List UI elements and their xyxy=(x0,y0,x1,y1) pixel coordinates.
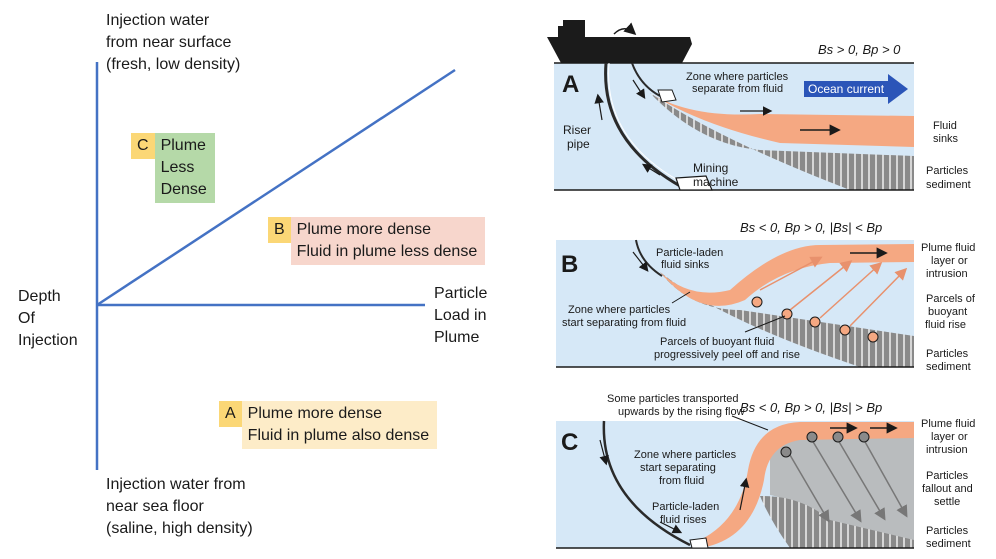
region-b-label: B Plume more dense Fluid in plume less d… xyxy=(268,217,486,265)
machine-label-1: Mining xyxy=(693,161,728,175)
x-axis-label: Particle Load in Plume xyxy=(434,285,488,346)
buoyant-parcel xyxy=(751,296,763,308)
buoyant-parcel xyxy=(867,331,879,343)
panel-b: B Particle-laden fluid sinks Zone where … xyxy=(556,239,914,368)
panel-a-zone-label-1: Zone where particles xyxy=(686,71,789,83)
mining-machine-icon xyxy=(675,175,713,191)
panel-c-transport-label-1: Some particles transported xyxy=(607,393,738,405)
riser-label-2: pipe xyxy=(567,137,590,151)
panel-b-laden-label-2: fluid sinks xyxy=(661,259,710,271)
panel-a-particles-label-1: Particles xyxy=(926,165,969,177)
panel-a-riser-pipe xyxy=(604,62,681,188)
panel-c-sediment xyxy=(760,495,914,548)
panel-b-plume-label-1: Plume fluid xyxy=(921,242,975,254)
region-a-text: Plume more dense Fluid in plume also den… xyxy=(241,401,438,449)
panel-c: C Zone where particles start separating … xyxy=(556,415,914,549)
panel-a-plume xyxy=(650,93,914,147)
ocean-current-label: Ocean current xyxy=(808,82,885,96)
panel-b-parcels-side-1: Parcels of xyxy=(926,293,976,305)
rising-particle xyxy=(858,431,870,443)
panel-b-condition: Bs < 0, Bp > 0, |Bs| < Bp xyxy=(740,220,882,235)
panel-b-parcels-side-2: buoyant xyxy=(928,306,967,318)
panel-b-plume xyxy=(660,244,914,306)
region-a-letter: A xyxy=(219,401,242,427)
panel-b-letter: B xyxy=(561,251,578,278)
region-a-label: A Plume more dense Fluid in plume also d… xyxy=(219,401,438,449)
panel-c-riser-pipe xyxy=(602,420,691,547)
panel-c-transport-label-2: upwards by the rising flow xyxy=(618,406,745,418)
panel-c-particles-label-1: Particles xyxy=(926,525,969,537)
panel-a-nozzle xyxy=(657,89,677,103)
ocean-current-arrow xyxy=(804,74,908,104)
panel-c-condition: Bs < 0, Bp > 0, |Bs| > Bp xyxy=(740,400,882,415)
y-axis-label: Depth Of Injection xyxy=(18,288,78,349)
rising-particle xyxy=(806,431,818,443)
panel-c-particles-label-2: sediment xyxy=(926,538,971,550)
machine-label-2: machine xyxy=(693,175,739,189)
panel-a-letter: A xyxy=(562,71,579,98)
region-b-letter: B xyxy=(268,217,291,243)
region-c-text: Plume Less Dense xyxy=(154,133,215,203)
panel-a-sediment xyxy=(650,93,914,190)
rising-particle xyxy=(832,431,844,443)
panel-b-zone-label-2: start separating from fluid xyxy=(562,317,686,329)
panel-b-plume-label-2: layer or xyxy=(931,255,968,267)
diagonal-boundary xyxy=(96,68,456,307)
buoyant-parcel xyxy=(839,324,851,336)
region-c-letter: C xyxy=(131,133,155,159)
panel-a-fluid-label-1: Fluid xyxy=(933,120,957,132)
panel-c-laden-label-1: Particle-laden xyxy=(652,501,719,513)
rising-particle xyxy=(780,446,792,458)
panel-c-zone-label-3: from fluid xyxy=(659,475,704,487)
panel-b-parcels-label-1: Parcels of buoyant fluid xyxy=(660,336,774,348)
left-axes xyxy=(95,62,456,470)
panel-b-particles-label-2: sediment xyxy=(926,361,971,373)
panel-c-zone-label-2: start separating xyxy=(640,462,716,474)
panel-c-zone-label-1: Zone where particles xyxy=(634,449,737,461)
panel-b-plume-label-3: intrusion xyxy=(926,268,968,280)
riser-label-1: Riser xyxy=(563,123,591,137)
region-c-label: C Plume Less Dense xyxy=(131,133,215,203)
panel-a-particles-label-2: sediment xyxy=(926,179,971,191)
panel-b-laden-label-1: Particle-laden xyxy=(656,247,723,259)
panel-c-letter: C xyxy=(561,429,578,456)
panel-b-riser-pipe xyxy=(635,239,663,277)
panel-b-zone-label-1: Zone where particles xyxy=(568,304,671,316)
panel-c-fallout-label-3: settle xyxy=(934,496,960,508)
panel-b-particles-label-1: Particles xyxy=(926,348,969,360)
panel-a: Ocean current A Zone where particles sep… xyxy=(554,62,914,191)
panel-a-fluid-label-2: sinks xyxy=(933,133,959,145)
top-axis-label: Injection water from near surface (fresh… xyxy=(106,12,241,73)
region-b-text: Plume more dense Fluid in plume less den… xyxy=(290,217,486,265)
panel-b-parcels-side-3: fluid rise xyxy=(925,319,966,331)
panel-c-fallout-label-2: fallout and xyxy=(922,483,973,495)
panel-c-plume-label-1: Plume fluid xyxy=(921,418,975,430)
panel-a-zone-label-2: separate from fluid xyxy=(692,83,783,95)
bottom-axis-label: Injection water from near sea floor (sal… xyxy=(106,476,253,537)
ship-icon xyxy=(547,20,692,63)
panel-c-plume-label-2: layer or xyxy=(931,431,968,443)
panel-c-plume xyxy=(700,422,914,548)
panel-b-parcels-label-2: progressively peel off and rise xyxy=(654,349,800,361)
panel-a-condition: Bs > 0, Bp > 0 xyxy=(818,42,901,57)
buoyant-parcel xyxy=(781,308,793,320)
panel-c-fallout-label-1: Particles xyxy=(926,470,969,482)
panel-c-laden-label-2: fluid rises xyxy=(660,514,707,526)
panel-c-nozzle xyxy=(689,537,709,549)
buoyant-parcel xyxy=(809,316,821,328)
panel-c-plume-label-3: intrusion xyxy=(926,444,968,456)
